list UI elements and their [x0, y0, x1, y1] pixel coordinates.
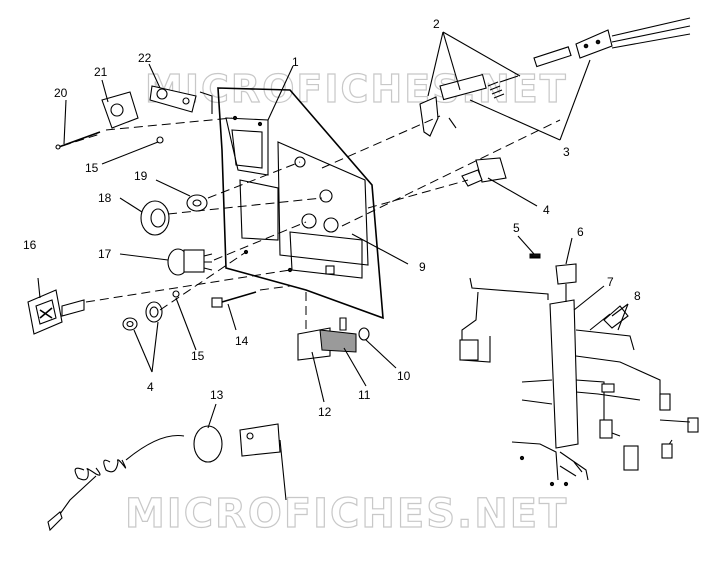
retainer-ring: [122, 301, 163, 331]
callout-20: 20: [54, 86, 68, 100]
plate: [149, 85, 197, 113]
terminal-bracket: [297, 317, 370, 361]
callout-11: 11: [358, 388, 371, 402]
callout-6: 6: [577, 225, 584, 239]
callout-12: 12: [318, 405, 332, 419]
callout-3: 3: [563, 145, 570, 159]
choke-assembly: [419, 17, 691, 137]
callout-9: 9: [419, 260, 426, 274]
leader-lines: [37, 31, 629, 429]
callout-10: 10: [397, 369, 411, 383]
toggle-switch: [461, 157, 507, 187]
washer: [186, 194, 208, 212]
callout-15-upper: 15: [85, 161, 99, 175]
watermark-bottom: MICROFICHES.NET: [125, 491, 568, 537]
callout-21: 21: [94, 65, 108, 79]
callout-7: 7: [607, 275, 614, 289]
callout-labels: 1 2 3 4 5 6 7 8 9 10 11 12 13 14 15 16 1…: [23, 17, 641, 419]
callout-8: 8: [634, 289, 641, 303]
callout-22: 22: [138, 51, 152, 65]
callout-15-lower: 15: [191, 349, 205, 363]
callout-1: 1: [292, 55, 299, 69]
nut: [140, 200, 170, 236]
small-screw: [156, 136, 180, 298]
bracket: [101, 91, 139, 129]
assembly-lines: [61, 115, 561, 334]
key: [27, 289, 85, 335]
callout-13: 13: [210, 388, 224, 402]
callout-17: 17: [98, 247, 112, 261]
ignition-switch: [167, 248, 213, 276]
callout-16: 16: [23, 238, 37, 252]
callout-18: 18: [98, 191, 112, 205]
wiring-harness: [459, 253, 699, 487]
callout-19: 19: [134, 169, 148, 183]
watermark-top: MICROFICHES.NET: [145, 67, 568, 111]
tether-cord: [47, 423, 287, 532]
callout-14: 14: [235, 334, 249, 348]
callout-5: 5: [513, 221, 520, 235]
control-panel: [199, 87, 384, 320]
callout-4-switch: 4: [543, 203, 550, 217]
callout-2: 2: [433, 17, 440, 31]
bolt: [211, 291, 257, 308]
callout-4-ring: 4: [147, 380, 154, 394]
